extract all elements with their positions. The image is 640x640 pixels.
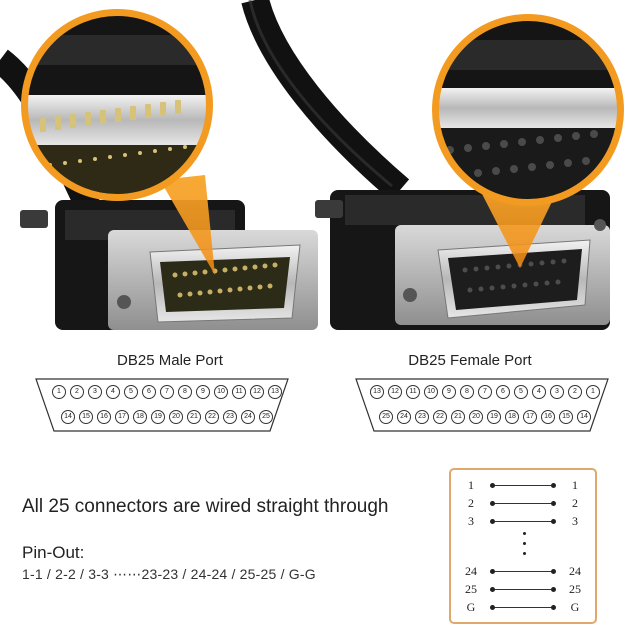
male-pin: 17 bbox=[115, 410, 129, 424]
wiring-right-pin: 24 bbox=[569, 564, 581, 578]
female-pin: 7 bbox=[478, 385, 492, 399]
female-port-title: DB25 Female Port bbox=[408, 352, 532, 369]
wiring-left-pin: G bbox=[466, 600, 476, 614]
wiring-line bbox=[490, 605, 556, 610]
zoom-beam-left bbox=[160, 175, 215, 275]
female-pin: 9 bbox=[442, 385, 456, 399]
male-pin: 11 bbox=[232, 385, 246, 399]
wiring-left-pin: 1 bbox=[468, 478, 474, 492]
female-pin: 21 bbox=[451, 410, 465, 424]
male-pin: 21 bbox=[187, 410, 201, 424]
female-pin: 4 bbox=[532, 385, 546, 399]
female-pin: 3 bbox=[550, 385, 564, 399]
male-pin: 5 bbox=[124, 385, 138, 399]
wiring-headline: All 25 connectors are wired straight thr… bbox=[22, 496, 389, 517]
female-pin: 10 bbox=[424, 385, 438, 399]
wiring-left-pin: 3 bbox=[468, 514, 474, 528]
wiring-line bbox=[490, 569, 556, 574]
wiring-left-pin: 25 bbox=[465, 582, 477, 596]
zoom-circle-female bbox=[432, 14, 624, 206]
male-connector bbox=[20, 200, 318, 330]
female-connector bbox=[315, 190, 610, 330]
wiring-right-pin: G bbox=[570, 600, 580, 614]
male-pin: 4 bbox=[106, 385, 120, 399]
wiring-right-pin: 1 bbox=[572, 478, 578, 492]
female-pin: 1 bbox=[586, 385, 600, 399]
female-pin: 17 bbox=[523, 410, 537, 424]
female-pin: 8 bbox=[460, 385, 474, 399]
female-port-diagram bbox=[355, 378, 609, 432]
male-pin: 2 bbox=[70, 385, 84, 399]
wiring-line bbox=[490, 519, 556, 524]
wiring-right-pin: 25 bbox=[569, 582, 581, 596]
female-pin: 2 bbox=[568, 385, 582, 399]
male-pin: 6 bbox=[142, 385, 156, 399]
wiring-line bbox=[490, 587, 556, 592]
female-pin: 16 bbox=[541, 410, 555, 424]
male-port-title: DB25 Male Port bbox=[117, 352, 223, 369]
male-pin: 25 bbox=[259, 410, 273, 424]
female-pin: 24 bbox=[397, 410, 411, 424]
female-pin: 19 bbox=[487, 410, 501, 424]
wiring-right-pin: 3 bbox=[572, 514, 578, 528]
female-pin: 14 bbox=[577, 410, 591, 424]
male-pin: 16 bbox=[97, 410, 111, 424]
male-pin: 24 bbox=[241, 410, 255, 424]
male-pin: 7 bbox=[160, 385, 174, 399]
product-photo bbox=[0, 0, 624, 330]
female-pin: 23 bbox=[415, 410, 429, 424]
male-pin: 3 bbox=[88, 385, 102, 399]
male-pin: 19 bbox=[151, 410, 165, 424]
pinout-label: Pin-Out: bbox=[22, 543, 85, 562]
male-pin: 12 bbox=[250, 385, 264, 399]
male-pin: 22 bbox=[205, 410, 219, 424]
male-pin: 15 bbox=[79, 410, 93, 424]
female-pin: 11 bbox=[406, 385, 420, 399]
wiring-line bbox=[490, 501, 556, 506]
male-pin: 10 bbox=[214, 385, 228, 399]
wiring-right-pin: 2 bbox=[572, 496, 578, 510]
male-pin: 14 bbox=[61, 410, 75, 424]
female-pin: 25 bbox=[379, 410, 393, 424]
female-pin: 22 bbox=[433, 410, 447, 424]
female-pin: 13 bbox=[370, 385, 384, 399]
female-pin: 20 bbox=[469, 410, 483, 424]
male-pin: 23 bbox=[223, 410, 237, 424]
male-pin: 9 bbox=[196, 385, 210, 399]
male-pin: 1 bbox=[52, 385, 66, 399]
female-pin: 18 bbox=[505, 410, 519, 424]
female-pin: 12 bbox=[388, 385, 402, 399]
wiring-left-pin: 2 bbox=[468, 496, 474, 510]
pinout-value: 1-1 / 2-2 / 3-3 ⋯⋯23-23 / 24-24 / 25-25 … bbox=[22, 566, 316, 582]
wiring-line bbox=[490, 483, 556, 488]
continuation-dots bbox=[523, 532, 527, 562]
male-pin: 20 bbox=[169, 410, 183, 424]
male-port-diagram bbox=[35, 378, 289, 432]
zoom-circle-male bbox=[21, 9, 213, 201]
female-pin: 15 bbox=[559, 410, 573, 424]
wiring-row: 25 25 bbox=[451, 582, 595, 596]
female-pin: 5 bbox=[514, 385, 528, 399]
male-pin: 13 bbox=[268, 385, 282, 399]
male-pin: 8 bbox=[178, 385, 192, 399]
wiring-left-pin: 24 bbox=[465, 564, 477, 578]
zoom-beam-right bbox=[480, 185, 560, 268]
cable-right bbox=[241, 0, 410, 201]
male-pin: 18 bbox=[133, 410, 147, 424]
female-pin: 6 bbox=[496, 385, 510, 399]
wiring-row: 24 24 bbox=[451, 564, 595, 578]
